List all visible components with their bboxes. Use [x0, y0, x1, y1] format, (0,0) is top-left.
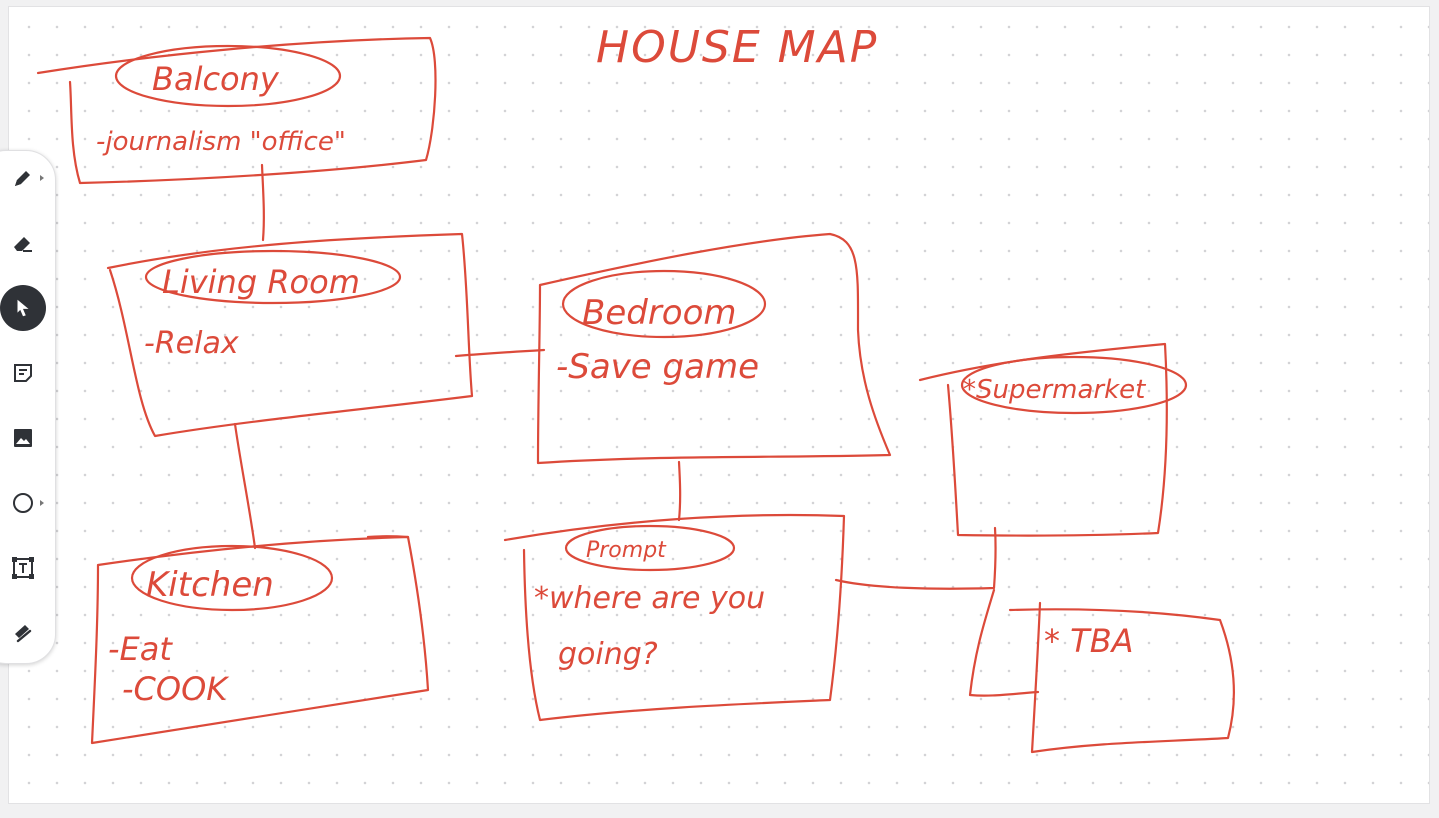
image-tool-button[interactable] — [0, 415, 46, 461]
bedroom-box: Bedroom -Save game — [536, 232, 892, 465]
prompt-note-1: *where are you — [534, 581, 765, 616]
pointer-icon — [12, 297, 34, 319]
living-room-title: Living Room — [162, 263, 360, 301]
text-box-icon — [10, 555, 36, 581]
text-tool-button[interactable] — [0, 545, 46, 591]
prompt-title: Prompt — [586, 538, 667, 563]
supermarket-title: *Supermarket — [963, 375, 1146, 405]
pen-tool-button[interactable] — [0, 155, 46, 201]
lasso-tool-button[interactable] — [0, 610, 46, 656]
image-icon — [11, 426, 35, 450]
kitchen-note-cook: -COOK — [122, 670, 230, 708]
sticky-note-tool-button[interactable] — [0, 350, 46, 396]
connector-living-kitchen — [233, 422, 257, 550]
board-title: HOUSE MAP — [596, 22, 878, 73]
tba-box: * TBA — [968, 588, 1235, 754]
kitchen-note-eat: -Eat — [108, 630, 173, 668]
connector-prompt-supermarket — [834, 526, 997, 590]
pen-icon — [11, 166, 35, 190]
kitchen-box: Kitchen -Eat -COOK — [90, 535, 430, 745]
prompt-box: Prompt *where are you going? — [503, 513, 846, 722]
lasso-icon — [11, 621, 35, 645]
prompt-note-2: going? — [558, 637, 658, 672]
connector-balcony-living — [260, 163, 265, 242]
kitchen-title: Kitchen — [146, 565, 274, 605]
select-tool-button[interactable] — [0, 285, 46, 331]
balcony-box: Balcony -journalism "office" — [36, 36, 437, 185]
living-room-note: -Relax — [144, 326, 239, 361]
connector-living-bedroom — [454, 348, 546, 358]
bedroom-note: -Save game — [556, 347, 759, 387]
eraser-tool-button[interactable] — [0, 220, 46, 266]
circle-icon — [11, 491, 35, 515]
whiteboard-canvas[interactable] — [8, 6, 1430, 804]
supermarket-box: *Supermarket — [918, 342, 1188, 537]
bedroom-title: Bedroom — [582, 293, 737, 333]
connector-bedroom-prompt — [677, 460, 682, 522]
eraser-icon — [11, 231, 35, 255]
living-room-box: Living Room -Relax — [106, 232, 474, 438]
tba-title: * TBA — [1044, 622, 1134, 660]
shape-tool-button[interactable] — [0, 480, 46, 526]
sticky-note-icon — [11, 361, 35, 385]
balcony-note: -journalism "office" — [96, 127, 346, 157]
tools-toolbar — [0, 150, 56, 664]
balcony-title: Balcony — [152, 60, 280, 98]
